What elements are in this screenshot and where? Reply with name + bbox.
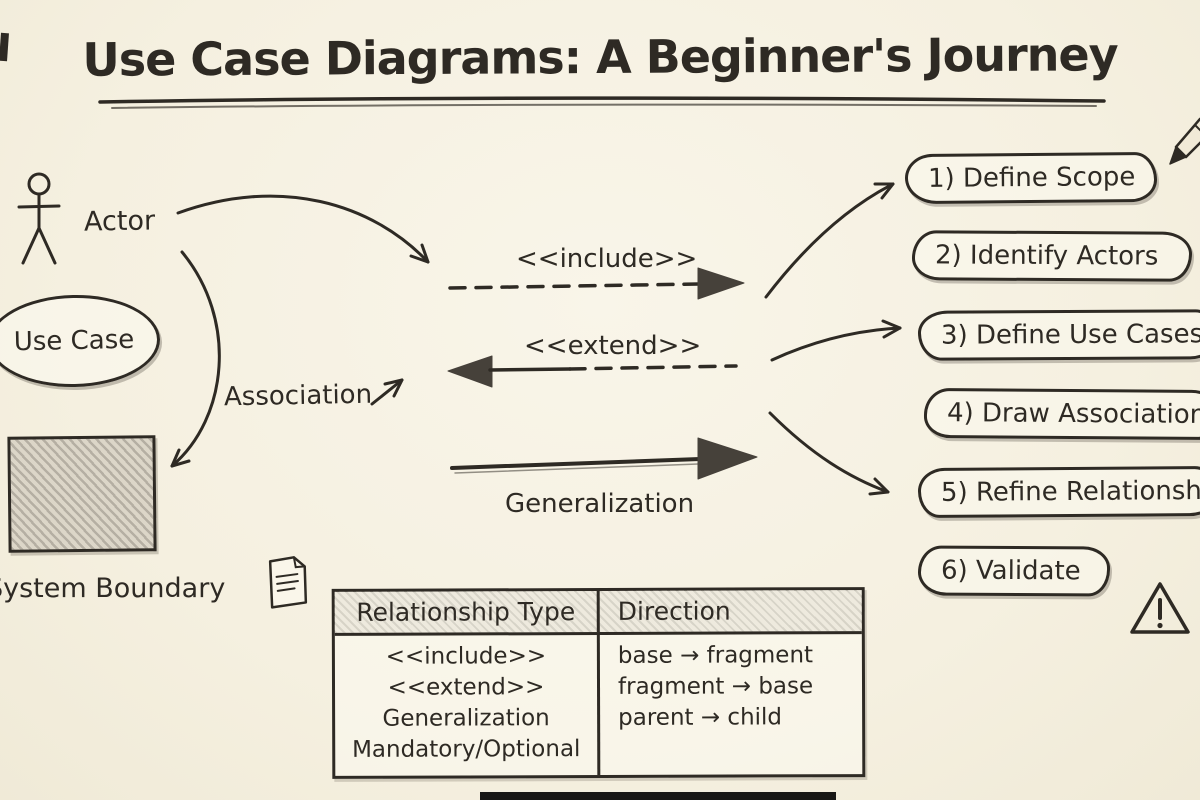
table-header-row: Relationship Type Direction — [334, 590, 862, 636]
association-arrow — [370, 378, 404, 406]
warning-icon — [1130, 582, 1190, 634]
table-cell: <<include>> — [385, 643, 547, 670]
step-label: 2) Identify Actors — [934, 240, 1159, 272]
pencil-icon — [1169, 117, 1200, 165]
step-label: 6) Validate — [940, 555, 1081, 587]
step-item-6: 6) Validate — [917, 545, 1111, 597]
table-column-direction: base → fragment fragment → base parent →… — [600, 634, 862, 775]
table-cell: Mandatory/Optional — [351, 736, 581, 763]
fan-arrow-to-step-5 — [768, 411, 890, 496]
table-cell: Generalization — [382, 705, 550, 732]
title-underline — [98, 96, 1106, 109]
actor-to-include-arrow — [176, 194, 430, 264]
document-icon — [268, 556, 308, 609]
relationship-table: Relationship Type Direction <<include>> … — [331, 587, 866, 779]
actor-figure-icon — [17, 172, 61, 265]
step-item-4: 4) Draw Associations — [923, 387, 1200, 441]
table-cell — [618, 733, 862, 765]
fan-arrow-to-step-1 — [764, 182, 895, 299]
table-body: <<include>> <<extend>> Generalization Ma… — [334, 634, 862, 776]
bottom-crop-bar — [480, 792, 836, 800]
step-item-5: 5) Refine Relationships — [917, 465, 1200, 519]
include-label: <<include>> — [516, 244, 698, 274]
system-boundary-box — [7, 435, 157, 553]
system-boundary-label: System Boundary — [0, 573, 226, 604]
step-label: 3) Define Use Cases — [940, 319, 1200, 351]
use-case-ellipse: Use Case — [0, 293, 161, 389]
actor-to-boundary-arrow — [170, 250, 221, 468]
extend-label: <<extend>> — [524, 331, 702, 361]
table-column-relationship-type: <<include>> <<extend>> Generalization Ma… — [334, 634, 601, 776]
step-label: 1) Define Scope — [927, 162, 1136, 194]
step-label: 5) Refine Relationships — [940, 475, 1200, 508]
step-item-2: 2) Identify Actors — [911, 230, 1193, 282]
table-cell: <<extend>> — [387, 674, 545, 701]
page-title: Use Case Diagrams: A Beginner's Journey — [82, 27, 1118, 87]
association-label: Association — [223, 379, 373, 413]
fan-arrow-to-step-3 — [770, 319, 902, 362]
generalization-arrow — [450, 437, 758, 480]
table-header-relationship-type: Relationship Type — [334, 590, 600, 633]
table-cell: base → fragment — [617, 642, 814, 669]
table-header-direction: Direction — [617, 596, 731, 626]
step-label: 4) Draw Associations — [946, 398, 1200, 431]
table-cell: parent → child — [618, 704, 783, 731]
table-cell: fragment → base — [617, 673, 814, 700]
use-case-label: Use Case — [13, 324, 135, 358]
generalization-label: Generalization — [505, 489, 695, 519]
actor-label: Actor — [83, 205, 156, 238]
step-item-3: 3) Define Use Cases — [917, 309, 1200, 361]
step-item-1: 1) Define Scope — [904, 151, 1158, 205]
